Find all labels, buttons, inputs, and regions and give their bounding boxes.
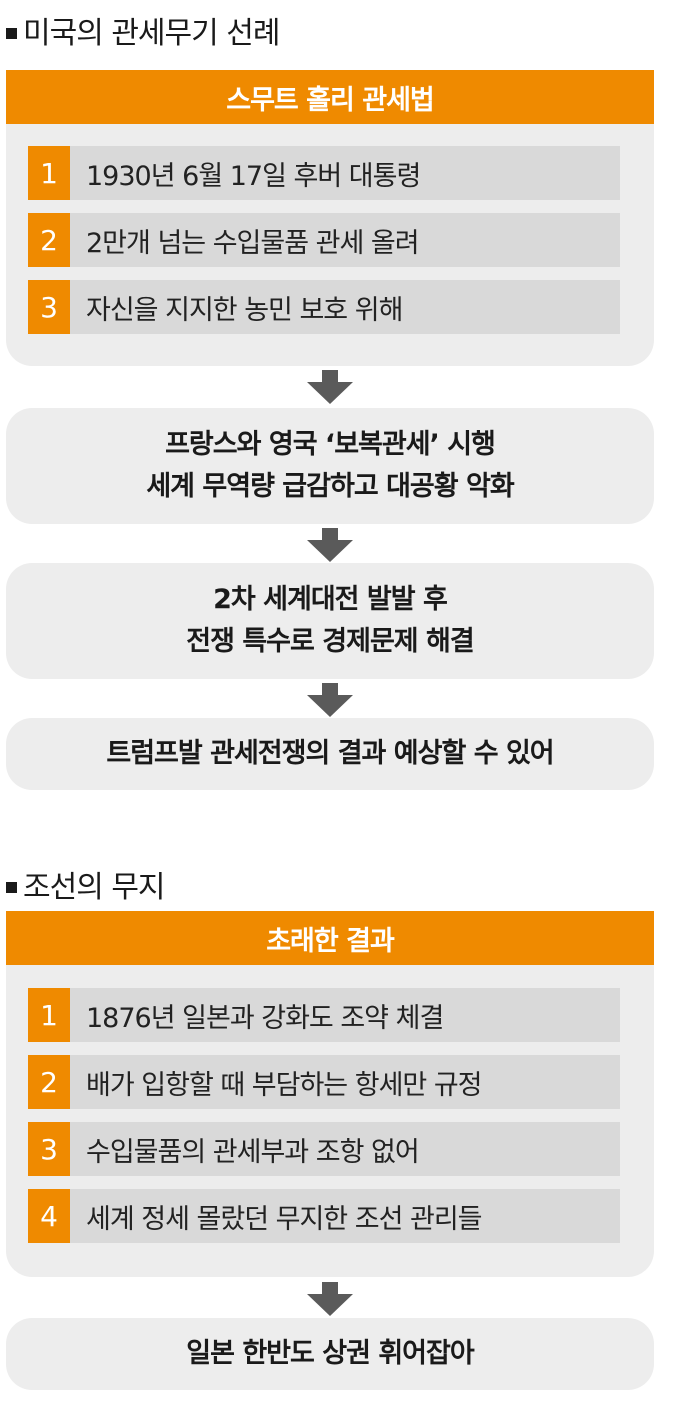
square-bullet-icon (6, 881, 17, 893)
item-text: 자신을 지지한 농민 보호 위해 (86, 294, 403, 326)
flow-step-line: 트럼프발 관세전쟁의 결과 예상할 수 있어 (106, 738, 554, 769)
item-number: 2 (28, 1055, 70, 1109)
item-number: 1 (28, 988, 70, 1042)
item-text: 수입물품의 관세부과 조항 없어 (86, 1136, 420, 1168)
list-item: 1 1876년 일본과 강화도 조약 체결 (28, 988, 620, 1042)
flow-step-line: 전쟁 특수로 경제문제 해결 (186, 626, 474, 657)
flow-step-trump: 트럼프발 관세전쟁의 결과 예상할 수 있어 (6, 718, 654, 790)
arrow-down-icon (307, 528, 353, 562)
panel-header: 초래한 결과 (6, 911, 654, 965)
arrow-down-icon (307, 1282, 353, 1316)
list-item: 4 세계 정세 몰랐던 무지한 조선 관리들 (28, 1189, 620, 1243)
flow-step-line: 프랑스와 영국 ‘보복관세’ 시행 (165, 429, 496, 460)
item-text: 2만개 넘는 수입물품 관세 올려 (86, 227, 420, 259)
item-number: 1 (28, 146, 70, 200)
item-number: 3 (28, 280, 70, 334)
list-item: 2 배가 입항할 때 부담하는 항세만 규정 (28, 1055, 620, 1109)
item-text: 1876년 일본과 강화도 조약 체결 (86, 1002, 444, 1034)
list-item: 2 2만개 넘는 수입물품 관세 올려 (28, 213, 620, 267)
item-number: 3 (28, 1122, 70, 1176)
flow-step-ww2: 2차 세계대전 발발 후 전쟁 특수로 경제문제 해결 (6, 563, 654, 679)
item-text: 1930년 6월 17일 후버 대통령 (86, 160, 421, 192)
arrow-down-icon (307, 370, 353, 404)
flow-step-line: 일본 한반도 상권 휘어잡아 (186, 1338, 474, 1369)
flow-step-retaliation: 프랑스와 영국 ‘보복관세’ 시행 세계 무역량 급감하고 대공황 악화 (6, 408, 654, 524)
item-text: 배가 입항할 때 부담하는 항세만 규정 (86, 1069, 483, 1101)
panel-header: 스무트 홀리 관세법 (6, 70, 654, 124)
section-title-joseon-text: 조선의 무지 (23, 870, 166, 905)
section-title-joseon: 조선의 무지 (6, 862, 166, 906)
arrow-down-icon (307, 683, 353, 717)
section-title-us-text: 미국의 관세무기 선례 (23, 16, 280, 51)
item-text: 세계 정세 몰랐던 무지한 조선 관리들 (86, 1203, 483, 1235)
item-number: 2 (28, 213, 70, 267)
square-bullet-icon (6, 27, 17, 39)
flow-step-line: 세계 무역량 급감하고 대공황 악화 (146, 471, 514, 502)
item-number: 4 (28, 1189, 70, 1243)
section-title-us: 미국의 관세무기 선례 (6, 8, 280, 52)
list-item: 1 1930년 6월 17일 후버 대통령 (28, 146, 620, 200)
list-item: 3 자신을 지지한 농민 보호 위해 (28, 280, 620, 334)
flow-step-japan: 일본 한반도 상권 휘어잡아 (6, 1318, 654, 1390)
list-item: 3 수입물품의 관세부과 조항 없어 (28, 1122, 620, 1176)
flow-step-line: 2차 세계대전 발발 후 (213, 584, 448, 615)
